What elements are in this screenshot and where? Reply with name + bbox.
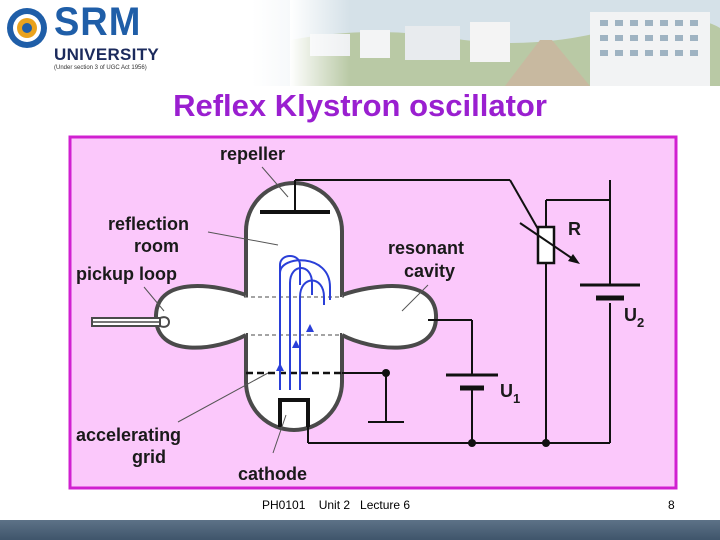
university-seal-logo [7,8,47,48]
label-u1-sub: 1 [513,391,520,406]
leader-lines [143,166,429,454]
label-reflection-line1: reflection [108,214,189,234]
junction-dot [542,439,550,447]
page-number: 8 [668,498,675,512]
label-accelerating-line2: grid [132,447,166,467]
footer-course-info: PH0101 Unit 2 Lecture 6 [262,498,411,512]
label-resonant-line2: cavity [404,261,455,281]
label-resistor: R [568,219,581,239]
resonant-cavity-left [153,284,247,350]
slide-title: Reflex Klystron oscillator [173,88,547,123]
label-u1-main: U [500,381,513,401]
brand-name: SRM [54,0,142,44]
electron-arrow [276,363,284,371]
resonant-cavity-right [341,284,439,350]
junction-dot [382,369,390,377]
footer-bar [0,520,720,540]
label-u2: U2 [624,305,644,330]
label-pickup-loop: pickup loop [76,264,177,284]
label-cathode: cathode [238,464,307,484]
label-accelerating-line1: accelerating [76,425,181,445]
electron-arrow [306,324,314,332]
pickup-loop-wire [159,316,170,328]
label-u1: U1 [500,381,520,406]
label-u2-main: U [624,305,637,325]
campus-photo [290,0,720,86]
label-u2-sub: 2 [637,315,644,330]
label-repeller: repeller [220,144,285,164]
klystron-diagram: repeller reflection room pickup loop res… [68,135,678,490]
university-name: UNIVERSITY [54,45,160,64]
junction-dot [468,439,476,447]
label-reflection-line2: room [134,236,179,256]
label-resonant-line1: resonant [388,238,464,258]
cathode-element [278,398,310,427]
circuit-wiring [307,180,611,444]
electron-arrow [292,340,300,348]
electron-paths [279,255,331,390]
university-subtitle: (Under section 3 of UGC Act 1956) [54,65,147,71]
header-banner: SRM UNIVERSITY (Under section 3 of UGC A… [0,0,720,86]
